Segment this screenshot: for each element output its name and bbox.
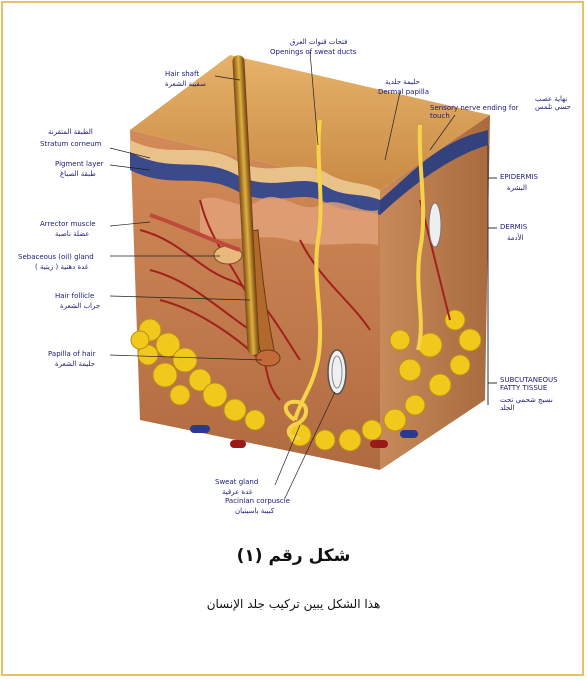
label-dermis-ar: الأدمة [507,234,524,242]
label-papilla-hair: Papilla of hair [48,350,96,358]
sensory-nerve-ending [429,203,441,247]
label-dermal-papilla-ar: حليمة جلدية [385,78,420,86]
label-openings: Openings of sweat ducts [270,48,356,56]
label-stratum-ar: الطبقة المتقرنة [48,128,93,136]
figure-caption-title: شكل رقم (١) [0,546,587,566]
papilla-of-hair [256,350,280,366]
label-pacinian: Pacinian corpuscle [225,497,290,505]
figure-caption-subtitle: هذا الشكل يبين تركيب جلد الإنسان [0,597,587,611]
pacinian-corpuscle [328,350,346,394]
label-papilla-hair-ar: حليمة الشعرة [55,360,95,368]
label-pacinian-ar: كبيبة باسينيان [235,507,274,515]
label-sweat-gland: Sweat gland [215,478,258,486]
label-stratum: Stratum corneum [40,140,101,148]
label-sebaceous: Sebaceous (oil) gland [18,253,94,261]
label-pigment-ar: طبقة الصباغ [60,170,96,178]
label-subcutaneous-ar: نسيج شحمي تحت الجلد [500,396,560,412]
label-follicle: Hair follicle [55,292,94,300]
label-sensory: Sensory nerve ending for touch [430,104,530,120]
label-arrector-ar: عضلة ناصبة [55,230,89,238]
label-hair-shaft: Hair shaft [165,70,199,78]
label-pigment: Pigment layer [55,160,104,168]
label-hair-shaft-ar: سفيبة الشعرة [165,80,206,88]
label-epidermis: EPIDERMIS [500,173,538,181]
label-follicle-ar: جراب الشعرة [60,302,100,310]
layer-brackets [488,145,497,405]
label-sensory-ar: نهاية عصب حسي تلمس [535,95,575,111]
label-epidermis-ar: البشرة [507,184,527,192]
label-sebaceous-ar: غدة دهنية ( زيتية ) [35,263,88,271]
label-arrector: Arrector muscle [40,220,96,228]
label-sweat-gland-ar: غدة عرقية [222,488,252,496]
label-dermis: DERMIS [500,223,527,231]
label-openings-ar: فتحات قنوات العرق [290,38,348,46]
label-dermal-papilla: Dermal papilla [378,88,429,96]
label-subcutaneous: SUBCUTANEOUS FATTY TISSUE [500,376,580,392]
